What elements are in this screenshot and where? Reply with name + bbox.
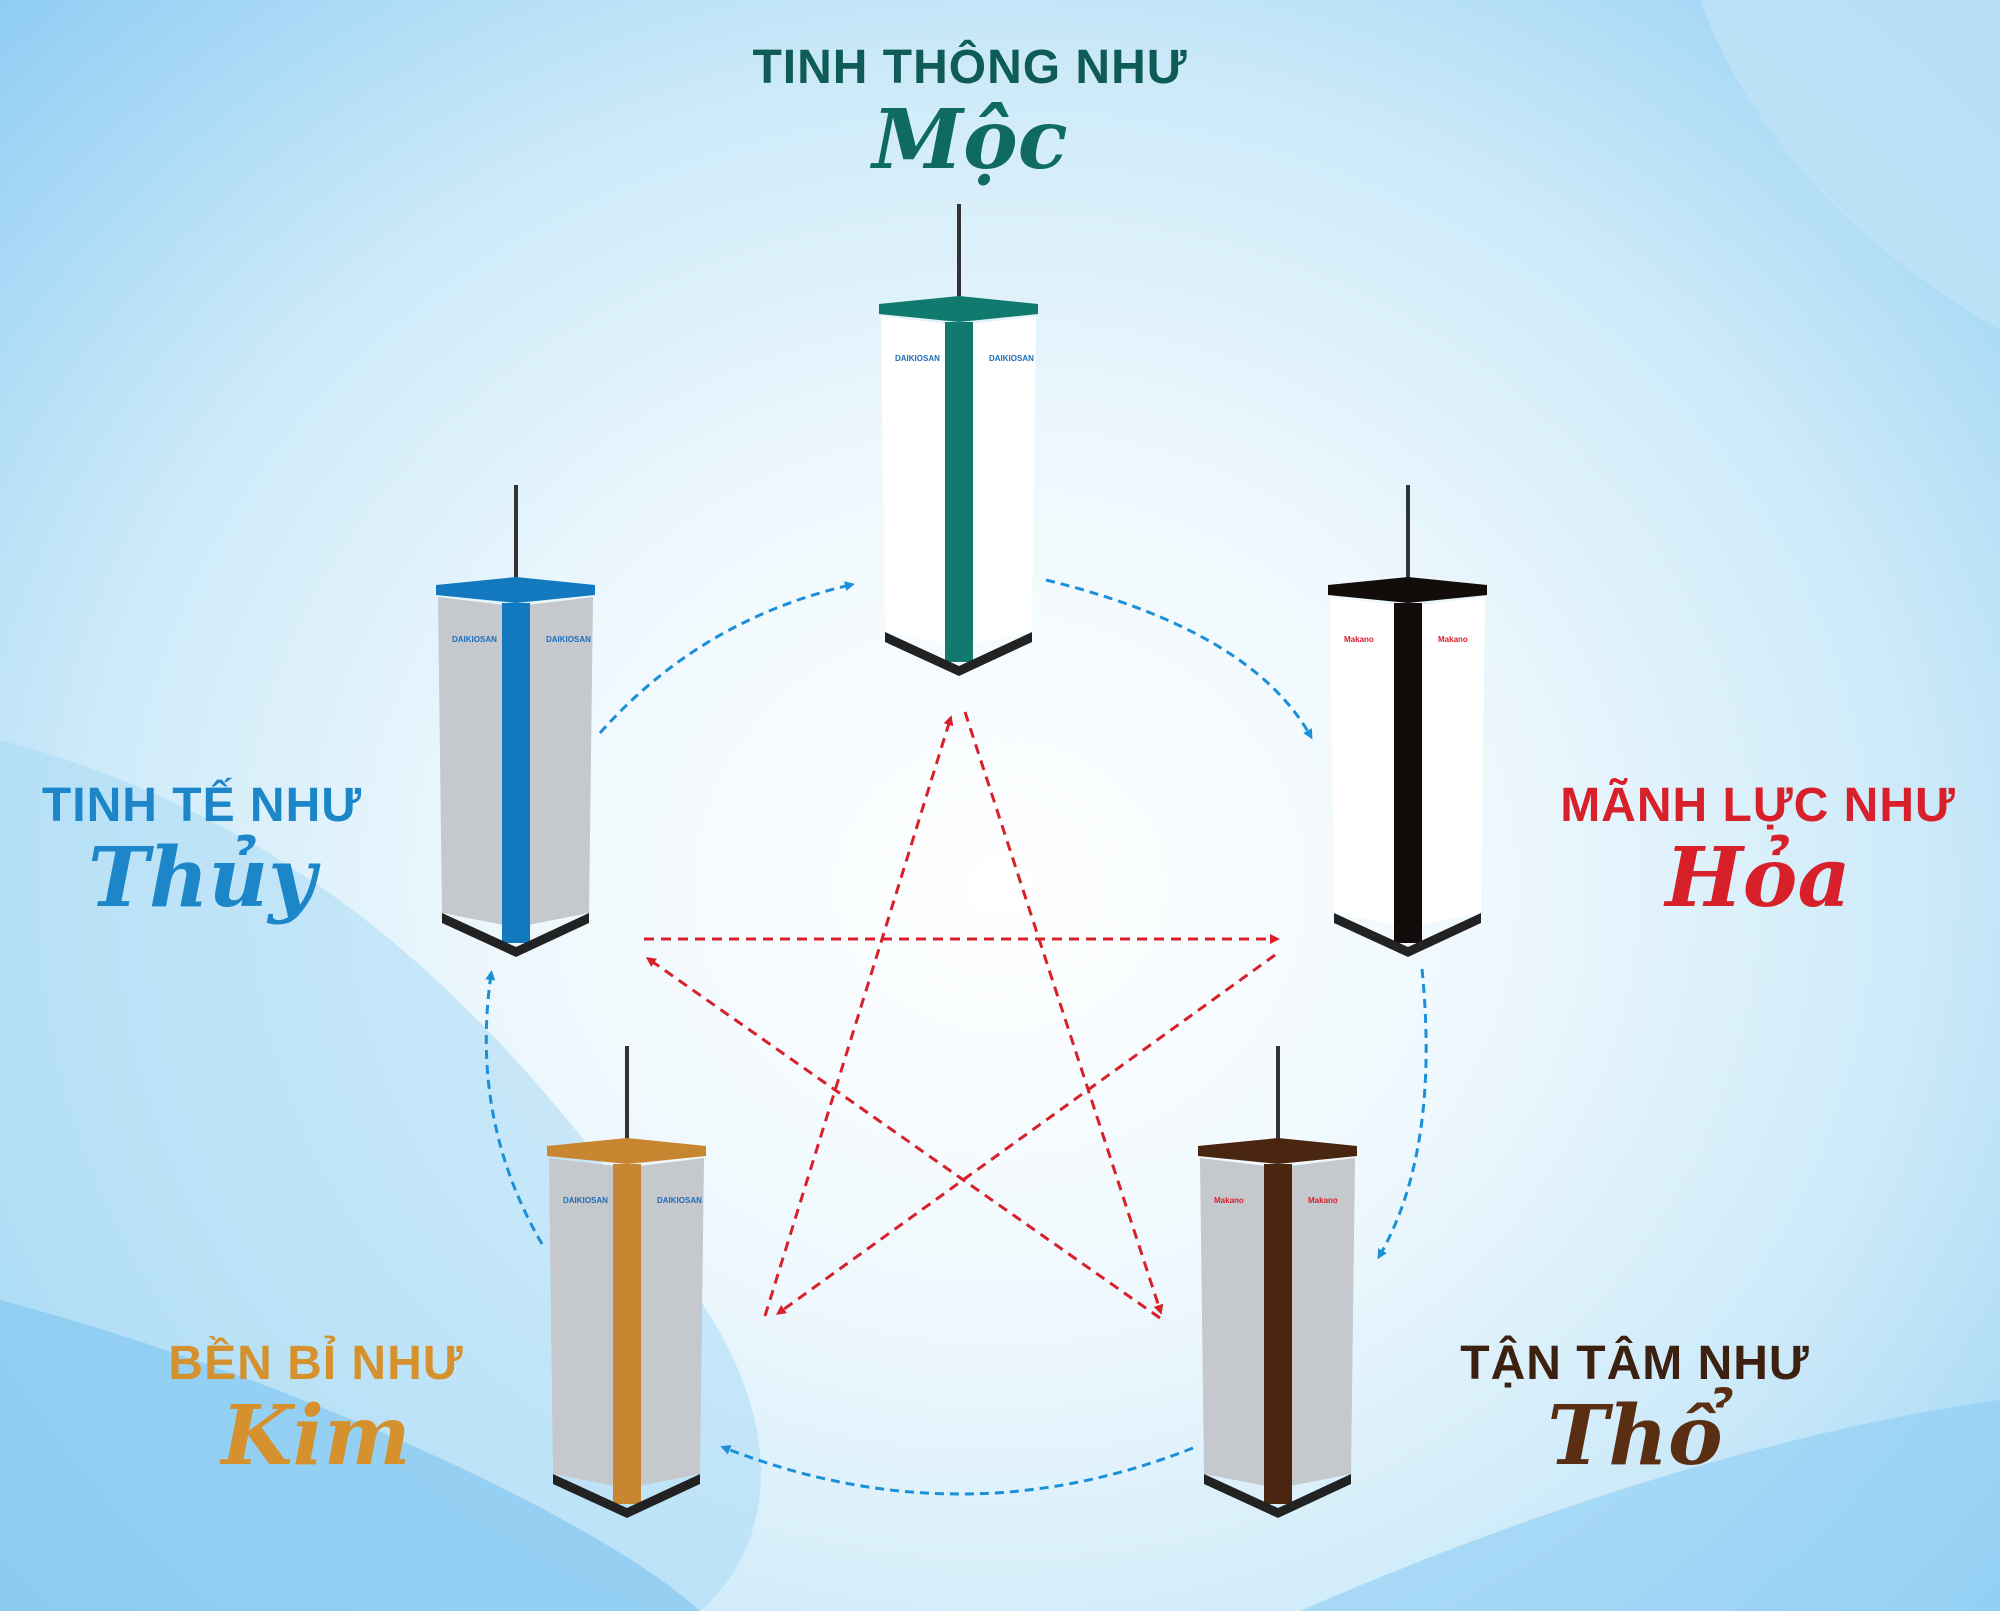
lead-text: TẬN TÂM NHƯ xyxy=(1460,1337,1810,1390)
element-name: Hỏa xyxy=(1665,830,1851,926)
element-name: Kim xyxy=(221,1388,411,1484)
label-tho: TẬN TÂM NHƯ Thổ xyxy=(1460,1336,1809,1477)
arrow-kim-to-moc xyxy=(763,715,954,1317)
brand-logo: Makano xyxy=(1214,1196,1244,1205)
arrow-tho-to-thuy xyxy=(645,957,1161,1320)
lead-text: MÃNH LỰC NHƯ xyxy=(1560,779,1956,832)
water-purifier-kim: DAIKIOSAN DAIKIOSAN xyxy=(545,1046,708,1523)
arrow-kim-to-thuy xyxy=(484,970,544,1245)
overcoming-cycle-star xyxy=(644,711,1280,1320)
label-thuy: TINH TẾ NHƯ Thủy xyxy=(42,778,362,919)
lead-text: TINH THÔNG NHƯ xyxy=(752,41,1188,94)
arrow-moc-to-hoa xyxy=(1045,578,1313,740)
water-purifier-hoa: Makano Makano xyxy=(1326,485,1489,962)
element-name: Thủy xyxy=(88,830,316,926)
arrow-tho-to-kim xyxy=(720,1445,1194,1496)
brand-logo: DAIKIOSAN xyxy=(563,1196,608,1205)
brand-logo: DAIKIOSAN xyxy=(657,1196,702,1205)
label-hoa: MÃNH LỰC NHƯ Hỏa xyxy=(1560,778,1956,919)
brand-logo: DAIKIOSAN xyxy=(895,354,940,363)
lead-text: TINH TẾ NHƯ xyxy=(41,779,363,832)
brand-logo: DAIKIOSAN xyxy=(989,354,1034,363)
element-name: Mộc xyxy=(872,92,1068,188)
water-purifier-thuy: DAIKIOSAN DAIKIOSAN xyxy=(434,485,597,962)
brand-logo: DAIKIOSAN xyxy=(546,635,591,644)
arrow-thuy-to-moc xyxy=(598,581,855,734)
water-purifier-tho: Makano Makano xyxy=(1196,1046,1359,1523)
lead-text: BỀN BỈ NHƯ xyxy=(168,1337,464,1390)
label-moc: TINH THÔNG NHƯ Mộc xyxy=(752,40,1187,181)
brand-logo: Makano xyxy=(1308,1196,1338,1205)
arrow-hoa-to-tho xyxy=(1377,968,1428,1260)
label-kim: BỀN BỈ NHƯ Kim xyxy=(168,1336,463,1477)
brand-logo: Makano xyxy=(1438,635,1468,644)
brand-logo: Makano xyxy=(1344,635,1374,644)
arrow-moc-to-tho xyxy=(963,711,1164,1315)
brand-logo: DAIKIOSAN xyxy=(452,635,497,644)
generating-cycle-arrows xyxy=(484,578,1428,1496)
water-purifier-moc: DAIKIOSAN DAIKIOSAN xyxy=(877,204,1040,681)
element-name: Thổ xyxy=(1547,1388,1723,1484)
